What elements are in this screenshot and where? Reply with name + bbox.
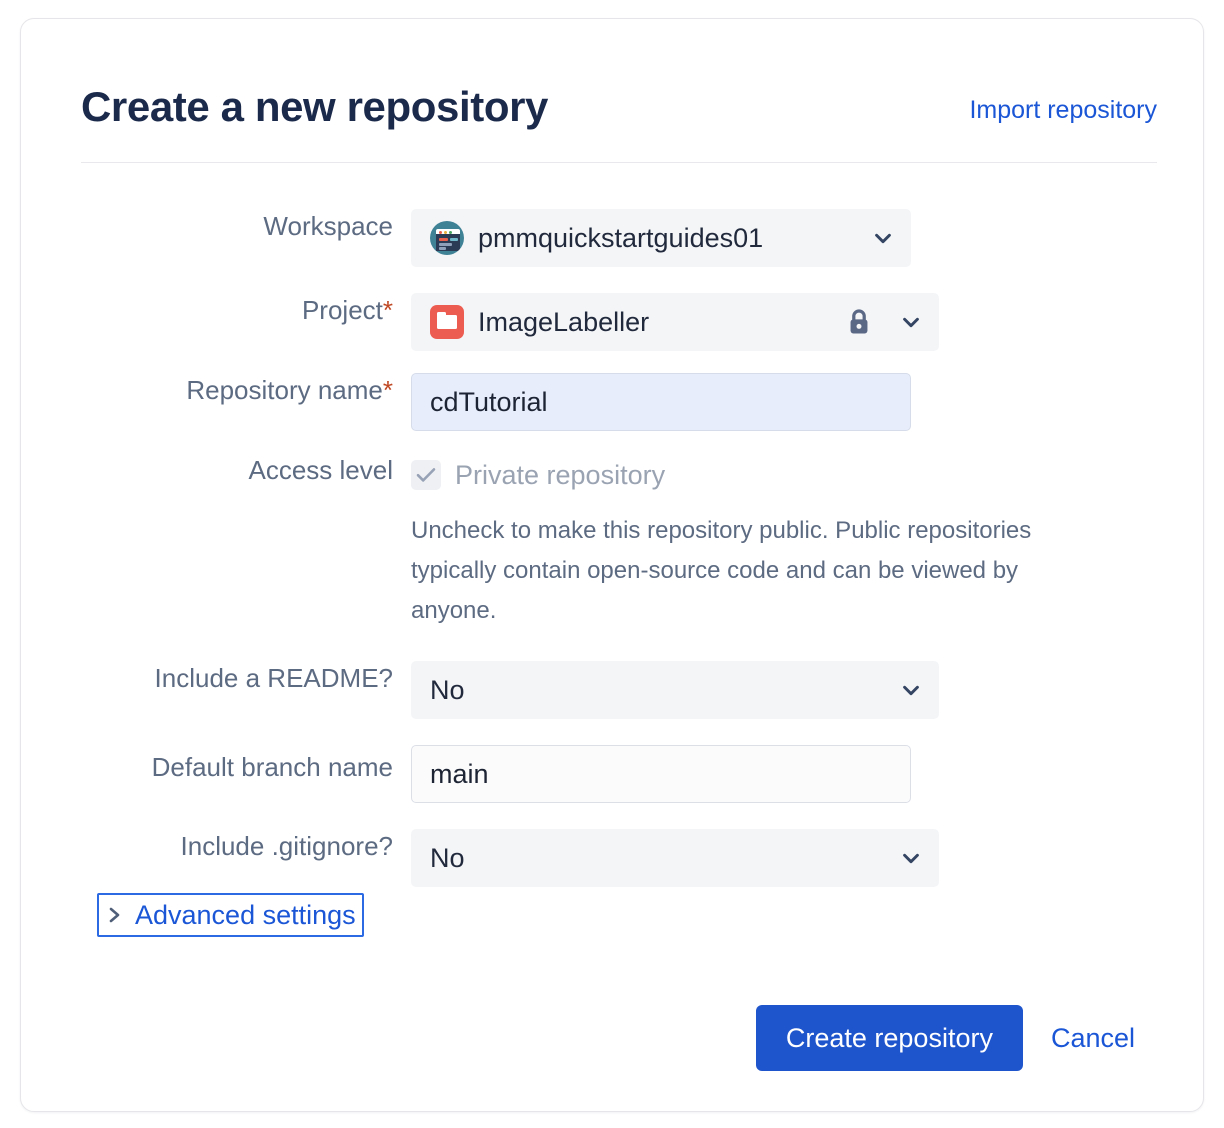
- advanced-settings-row: Advanced settings: [81, 893, 1157, 943]
- card-header: Create a new repository Import repositor…: [81, 81, 1157, 163]
- include-readme-field: No: [411, 661, 1157, 719]
- chevron-down-icon: [875, 233, 891, 244]
- include-gitignore-value: No: [430, 842, 465, 873]
- default-branch-row: Default branch name: [81, 745, 1157, 803]
- chevron-down-icon: [903, 853, 919, 864]
- include-gitignore-select[interactable]: No: [411, 829, 939, 887]
- private-repository-checkbox-wrap: Private repository: [411, 453, 1157, 497]
- lock-icon: [850, 309, 868, 334]
- access-level-field: Private repository Uncheck to make this …: [411, 453, 1157, 631]
- include-gitignore-field: No: [411, 829, 1157, 887]
- repository-name-label-text: Repository name: [186, 375, 383, 405]
- project-field: ImageLabeller: [411, 293, 1157, 351]
- workspace-row: Workspace pmmquickstartguides01: [81, 209, 1157, 267]
- include-readme-select[interactable]: No: [411, 661, 939, 719]
- repository-name-field: [411, 373, 1157, 431]
- private-repository-checkbox: [411, 460, 441, 490]
- project-required-marker: *: [382, 295, 393, 325]
- import-repository-link[interactable]: Import repository: [969, 96, 1157, 124]
- access-level-label: Access level: [248, 455, 394, 485]
- workspace-field: pmmquickstartguides01: [411, 209, 1157, 267]
- private-repository-label: Private repository: [455, 459, 666, 490]
- repository-name-row: Repository name*: [81, 373, 1157, 431]
- include-readme-label: Include a README?: [154, 663, 393, 693]
- create-repository-form: Workspace pmmquickstartguides01: [81, 209, 1157, 943]
- advanced-settings-toggle[interactable]: Advanced settings: [97, 893, 364, 937]
- access-level-help-text: Uncheck to make this repository public. …: [411, 517, 1032, 624]
- include-readme-value: No: [430, 674, 465, 705]
- chevron-right-icon: [109, 907, 120, 923]
- chevron-down-icon: [903, 317, 919, 328]
- project-select[interactable]: ImageLabeller: [411, 293, 939, 351]
- workspace-select[interactable]: pmmquickstartguides01: [411, 209, 911, 267]
- cancel-link[interactable]: Cancel: [1050, 1022, 1135, 1053]
- chevron-down-icon: [903, 685, 919, 696]
- access-level-row: Access level Private repository Uncheck …: [81, 453, 1157, 631]
- include-readme-row: Include a README? No: [81, 661, 1157, 719]
- page-title: Create a new repository: [81, 83, 548, 130]
- default-branch-field: [411, 745, 1157, 803]
- include-gitignore-label: Include .gitignore?: [180, 831, 393, 861]
- include-gitignore-row: Include .gitignore? No: [81, 829, 1157, 887]
- advanced-settings-label: Advanced settings: [135, 899, 356, 930]
- create-repository-card: Create a new repository Import repositor…: [20, 18, 1204, 1112]
- project-row: Project* ImageLabeller: [81, 293, 1157, 351]
- default-branch-input[interactable]: [411, 745, 911, 803]
- project-value: ImageLabeller: [478, 306, 650, 337]
- project-folder-icon: [430, 305, 464, 339]
- repository-name-required-marker: *: [382, 375, 393, 405]
- repository-name-input[interactable]: [411, 373, 911, 431]
- workspace-value: pmmquickstartguides01: [478, 222, 764, 253]
- checkmark-icon: [416, 468, 436, 482]
- workspace-label: Workspace: [263, 211, 393, 241]
- form-actions: Create repository Cancel: [755, 1005, 1135, 1071]
- workspace-avatar-icon: [430, 221, 464, 255]
- project-label: Project*: [81, 293, 411, 327]
- default-branch-label: Default branch name: [151, 752, 393, 782]
- project-label-text: Project: [301, 295, 383, 325]
- create-repository-button[interactable]: Create repository: [755, 1005, 1023, 1071]
- repository-name-label: Repository name*: [81, 373, 411, 407]
